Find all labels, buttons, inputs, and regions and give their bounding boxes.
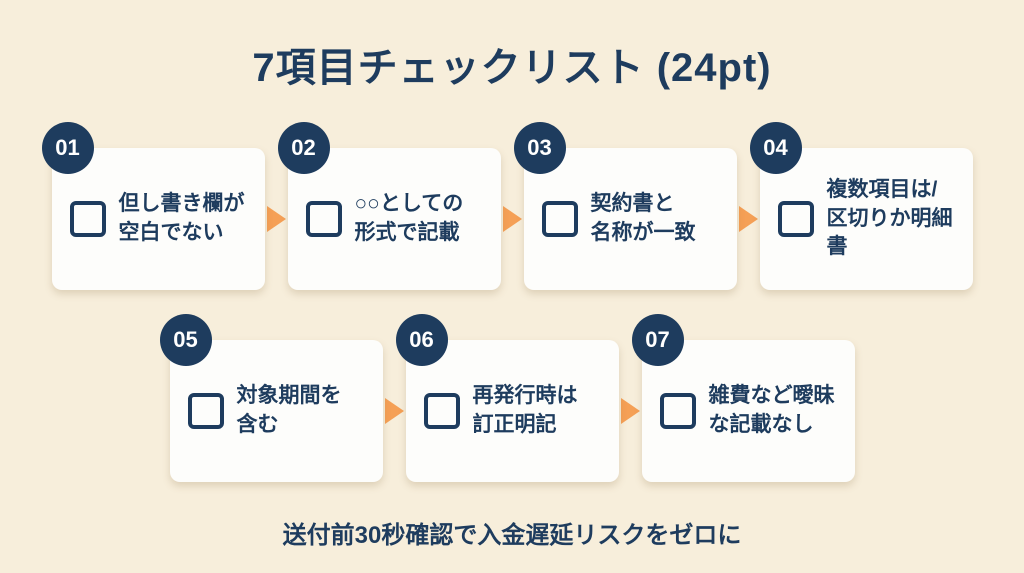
card-label: 再発行時は 訂正明記	[472, 384, 578, 436]
card-body: 雑費など曖昧 な記載なし	[642, 340, 855, 482]
card-body: 再発行時は 訂正明記	[406, 340, 619, 482]
card-body: 複数項目は/ 区切りか明細書	[760, 148, 973, 290]
card-label: 但し書き欄が 空白でない	[118, 192, 245, 244]
arrow-slot	[737, 148, 760, 290]
card-label: 複数項目は/ 区切りか明細書	[826, 177, 953, 259]
checklist-card-07: 07 雑費など曖昧 な記載なし	[631, 314, 855, 482]
step-number-badge: 07	[631, 314, 684, 366]
step-number-badge: 02	[277, 122, 330, 174]
checklist-card-03: 03 契約書と 名称が一致	[513, 122, 737, 290]
arrow-right-icon	[384, 398, 404, 424]
step-number-badge: 04	[749, 122, 802, 174]
step-number-badge: 06	[395, 314, 448, 366]
checkbox-icon[interactable]	[659, 393, 696, 429]
checkbox-icon[interactable]	[305, 201, 342, 237]
checkbox-icon[interactable]	[69, 201, 106, 237]
card-body: ○○としての 形式で記載	[288, 148, 501, 290]
step-number-badge: 05	[159, 314, 212, 366]
step-number-badge: 03	[513, 122, 566, 174]
arrow-right-icon	[266, 206, 286, 232]
arrow-right-icon	[502, 206, 522, 232]
card-body: 対象期間を 含む	[170, 340, 383, 482]
arrow-slot	[265, 148, 288, 290]
card-label: ○○としての 形式で記載	[354, 192, 464, 244]
card-label: 雑費など曖昧 な記載なし	[708, 384, 835, 436]
arrow-slot	[619, 340, 642, 482]
checklist-row-bottom: 05 対象期間を 含む 06 再発行時は 訂正明記 07 雑費など曖昧 な記載な…	[0, 314, 1024, 482]
arrow-slot	[501, 148, 524, 290]
card-label: 契約書と 名称が一致	[590, 192, 696, 244]
checklist-card-05: 05 対象期間を 含む	[159, 314, 383, 482]
checklist-card-04: 04 複数項目は/ 区切りか明細書	[749, 122, 973, 290]
checklist-card-06: 06 再発行時は 訂正明記	[395, 314, 619, 482]
arrow-right-icon	[620, 398, 640, 424]
step-number-badge: 01	[41, 122, 94, 174]
footer-note: 送付前30秒確認で入金遅延リスクをゼロに	[282, 522, 742, 549]
card-body: 但し書き欄が 空白でない	[52, 148, 265, 290]
checklist-row-top: 01 但し書き欄が 空白でない 02 ○○としての 形式で記載 03 契約書と …	[0, 122, 1024, 290]
checkbox-icon[interactable]	[541, 201, 578, 237]
card-body: 契約書と 名称が一致	[524, 148, 737, 290]
checkbox-icon[interactable]	[187, 393, 224, 429]
card-label: 対象期間を 含む	[236, 384, 342, 436]
checklist-card-01: 01 但し書き欄が 空白でない	[41, 122, 265, 290]
checkbox-icon[interactable]	[423, 393, 460, 429]
checkbox-icon[interactable]	[777, 201, 814, 237]
arrow-right-icon	[738, 206, 758, 232]
checklist-card-02: 02 ○○としての 形式で記載	[277, 122, 501, 290]
arrow-slot	[383, 340, 406, 482]
page-title: 7項目チェックリスト (24pt)	[252, 46, 772, 90]
